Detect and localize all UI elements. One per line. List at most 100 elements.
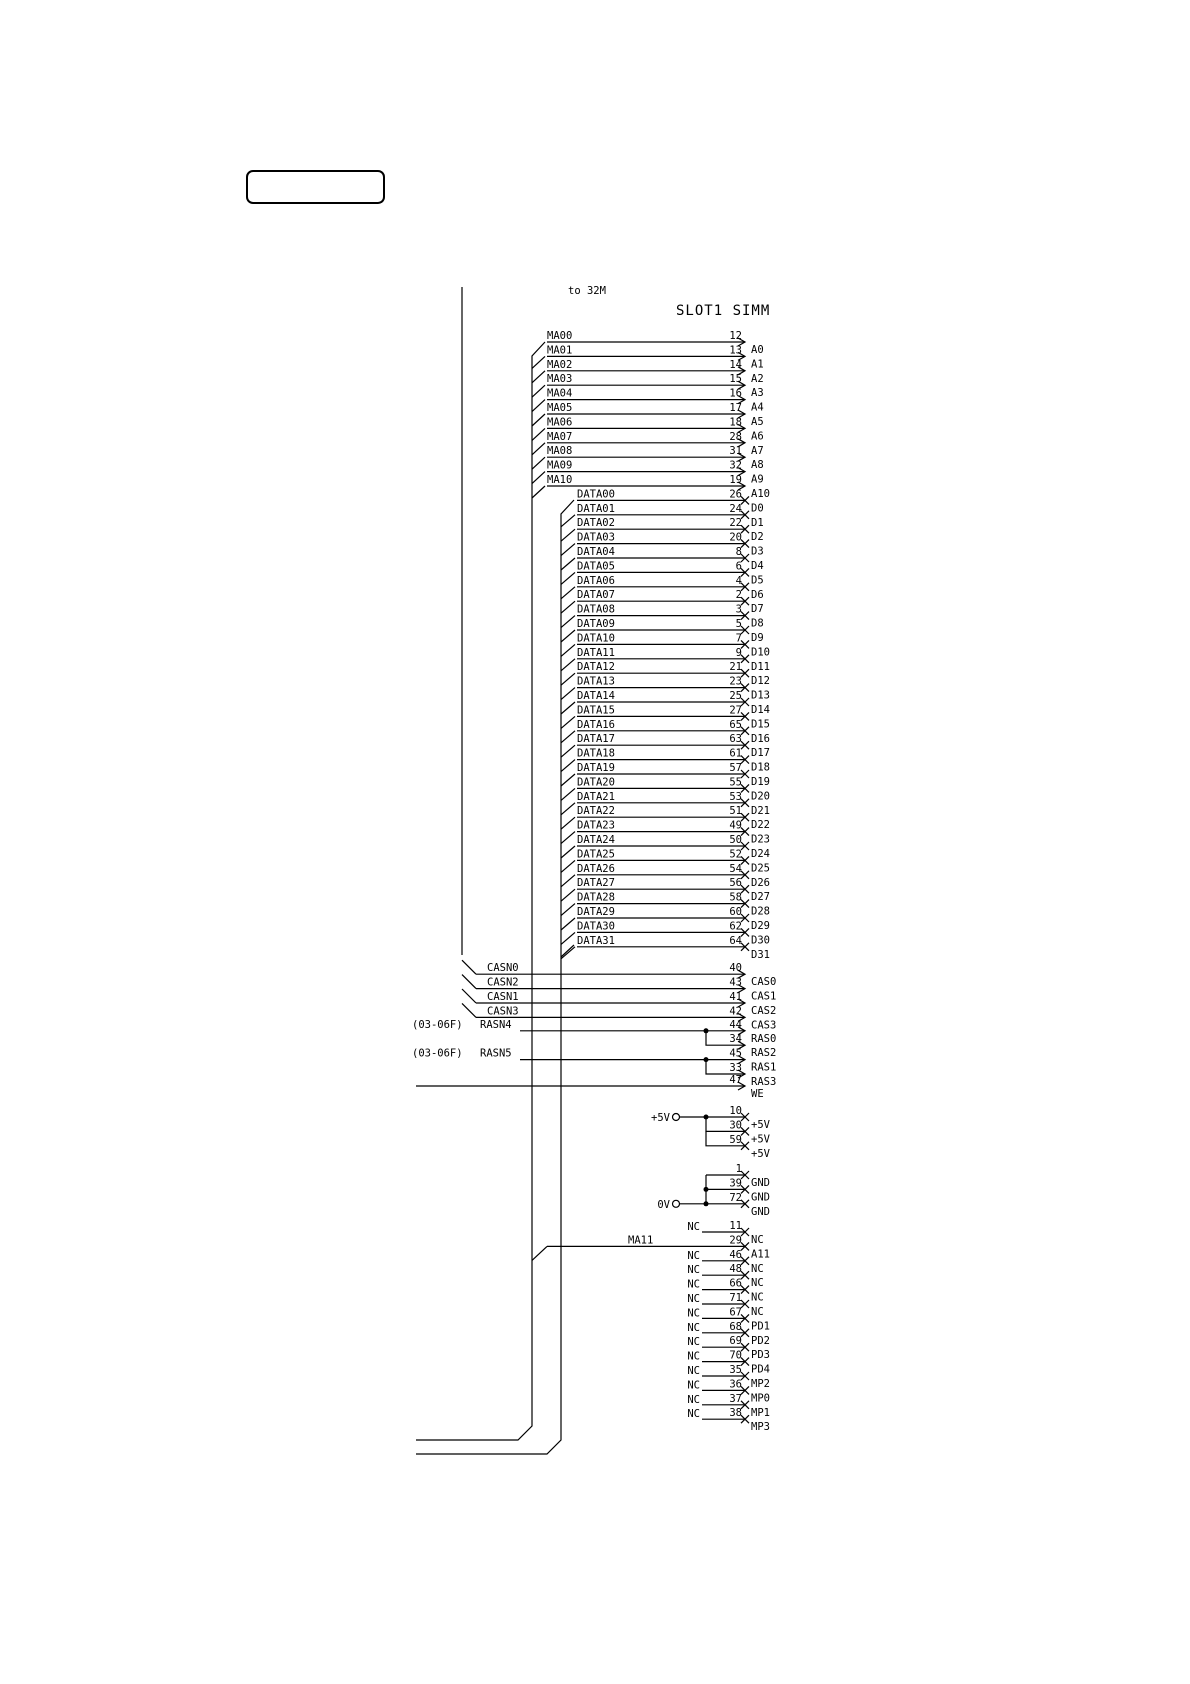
pin-arrow: [737, 351, 747, 361]
nc-cross: [740, 654, 750, 664]
pin-number: 51: [729, 805, 742, 817]
bus-entry: [461, 1002, 477, 1018]
net-label-ma04: MA04: [547, 388, 572, 400]
nc-cross: [740, 1342, 750, 1352]
nc-cross: [740, 1270, 750, 1280]
nc-cross: [740, 870, 750, 880]
net-label-casn3: CASN3: [487, 1005, 519, 1017]
bus-entry: [560, 802, 576, 816]
pin-name: GND: [751, 1177, 770, 1189]
pin-number: 55: [729, 776, 742, 788]
pin-arrow: [737, 1012, 747, 1022]
pin-number: 1: [736, 1163, 742, 1175]
title-box: [246, 170, 385, 204]
pin-name: MP3: [751, 1421, 770, 1433]
nc-label: NC: [687, 1408, 700, 1420]
pin-name: WE: [751, 1088, 764, 1100]
net-label-data13: DATA13: [577, 676, 615, 688]
net-label-data21: DATA21: [577, 791, 615, 803]
nc-cross: [740, 1170, 750, 1180]
bus-entry: [560, 571, 576, 585]
pin-name: CAS3: [751, 1019, 776, 1031]
pin-number: 62: [729, 920, 742, 932]
ras-wire: [705, 1030, 745, 1046]
nc-label: NC: [687, 1379, 700, 1391]
bus-entry: [531, 427, 546, 441]
net-label-ma05: MA05: [547, 402, 572, 414]
nc-label: NC: [687, 1264, 700, 1276]
bus-entry: [461, 959, 477, 975]
bus-entry: [461, 988, 477, 1004]
nc-cross: [740, 1299, 750, 1309]
nc-cross: [740, 582, 750, 592]
pin-number: 6: [736, 560, 742, 572]
bus-entry: [560, 874, 576, 888]
pin-number: 36: [729, 1378, 742, 1390]
pin-name: D5: [751, 574, 764, 586]
pin-number: 30: [729, 1119, 742, 1131]
net-label-data20: DATA20: [577, 776, 615, 788]
net-label-ma01: MA01: [547, 344, 572, 356]
pin-name: D13: [751, 690, 770, 702]
pin-name: D26: [751, 877, 770, 889]
pin-name: D20: [751, 790, 770, 802]
net-label-data12: DATA12: [577, 661, 615, 673]
pin-name: D3: [751, 546, 764, 558]
pin-name: D21: [751, 805, 770, 817]
connector-title: SLOT1 SIMM: [676, 303, 770, 319]
nc-cross: [740, 1199, 750, 1209]
nc-label: NC: [687, 1307, 700, 1319]
pin-name: A9: [751, 474, 764, 486]
pin-number: 46: [729, 1249, 742, 1261]
pin-number: 31: [729, 445, 742, 457]
net-label-data11: DATA11: [577, 647, 615, 659]
net-label-data15: DATA15: [577, 704, 615, 716]
nc-cross: [740, 510, 750, 520]
pin-arrow: [737, 481, 747, 491]
bus-entry: [560, 687, 576, 701]
net-label-rasn5: RASN5: [480, 1048, 512, 1060]
pin-name: D14: [751, 704, 770, 716]
pin-number: 54: [729, 863, 742, 875]
net-label-ma10: MA10: [547, 474, 572, 486]
pin-number: 21: [729, 661, 742, 673]
pin-name: D25: [751, 862, 770, 874]
pin-number: 39: [729, 1177, 742, 1189]
pin-name: A11: [751, 1248, 770, 1260]
nc-cross: [740, 697, 750, 707]
nc-cross: [740, 783, 750, 793]
bus-entry: [560, 658, 576, 672]
bus-entry: [560, 615, 576, 629]
pin-name: D30: [751, 934, 770, 946]
ras-ref: (03-06F): [412, 1019, 463, 1031]
nc-label: NC: [687, 1250, 700, 1262]
bus-entry: [560, 944, 575, 958]
pin-number: 43: [729, 977, 742, 989]
nc-cross: [740, 1112, 750, 1122]
pin-name: D27: [751, 891, 770, 903]
bus-entry: [531, 1245, 548, 1261]
pin-name: A4: [751, 402, 764, 414]
bus-entry: [560, 859, 576, 873]
pin-name: D29: [751, 920, 770, 932]
pin-name: RAS3: [751, 1076, 776, 1088]
pin-name: PD1: [751, 1320, 770, 1332]
pin-arrow: [737, 984, 747, 994]
pin-number: 10: [729, 1105, 742, 1117]
power-wire: [705, 1131, 745, 1147]
pin-number: 48: [729, 1263, 742, 1275]
nc-cross: [740, 596, 750, 606]
ras-wire: [705, 1059, 745, 1075]
pin-number: 59: [729, 1134, 742, 1146]
pin-number: 9: [736, 647, 742, 659]
pin-name: RAS2: [751, 1047, 776, 1059]
pin-number: 8: [736, 546, 742, 558]
pin-name: D23: [751, 834, 770, 846]
bus-entry: [560, 787, 576, 801]
nc-label: NC: [687, 1394, 700, 1406]
pin-number: 42: [729, 1005, 742, 1017]
pin-number: 27: [729, 704, 742, 716]
net-label-ma06: MA06: [547, 416, 572, 428]
pin-number: 53: [729, 791, 742, 803]
pin-name: D19: [751, 776, 770, 788]
